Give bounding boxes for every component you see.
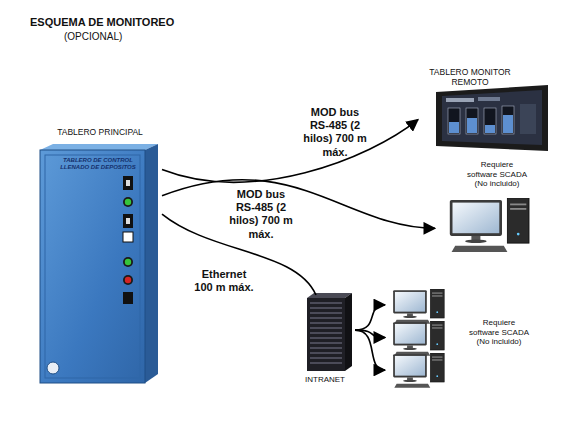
screen-gauge <box>502 106 514 134</box>
server-rack <box>307 293 352 371</box>
rack-slot <box>310 312 342 314</box>
panel-switch <box>123 292 133 304</box>
intranet-node: INTRANET <box>295 295 355 390</box>
control-panel <box>40 144 158 383</box>
panel-lamp-ring <box>123 257 133 267</box>
pc-group-node: Requiere software SCADA (No incluido) <box>385 285 545 390</box>
rack-slot <box>310 307 342 309</box>
node-text: TABLERO DE CONTROL LLENADO DE DEPOSITOS <box>51 157 145 171</box>
panel-switch-lever <box>126 180 130 186</box>
rack-slot <box>310 342 342 344</box>
rack-slot <box>310 362 342 364</box>
screen-level <box>449 122 459 133</box>
rack-slot <box>310 332 342 334</box>
monitor-screen <box>442 90 542 145</box>
rack-slot <box>310 357 342 359</box>
rack-slot <box>310 337 342 339</box>
pc-computer <box>393 321 444 356</box>
panel-lamp-green <box>125 199 131 205</box>
rack-slot <box>310 352 342 354</box>
rack-slot <box>310 317 342 319</box>
connector-line <box>355 305 385 330</box>
connector-label: Ethernet 100 m máx. <box>193 268 255 294</box>
connector-label: MOD bus RS-485 (2 hilos) 700 m máx. <box>226 188 296 241</box>
panel-button <box>123 232 133 242</box>
rack-side <box>345 293 352 371</box>
screen-level <box>485 125 495 133</box>
panel-lamp-ring <box>123 275 133 285</box>
pc-computer <box>393 353 444 388</box>
screen-level <box>467 118 477 133</box>
panel-lamp-green <box>125 259 131 265</box>
screen-bar <box>478 97 500 101</box>
screen-gauge <box>484 108 496 134</box>
note-label: (OPCIONAL) <box>64 31 122 43</box>
panel-switch-lever <box>126 218 130 224</box>
screen-level <box>503 115 513 133</box>
connector-line <box>162 180 435 229</box>
rack-slot <box>310 322 342 324</box>
panel-side <box>145 144 158 383</box>
connector-label: MOD bus RS-485 (2 hilos) 700 m máx. <box>300 106 370 159</box>
panel-switch <box>123 214 133 228</box>
monitor-bezel <box>436 85 548 151</box>
node-text: INTRANET <box>290 375 360 385</box>
node-text: Requiere software SCADA (No incluido) <box>467 318 531 347</box>
connector-line <box>162 120 418 183</box>
screen-bar <box>446 98 474 102</box>
screen-panel <box>520 104 536 134</box>
pc-computer <box>393 289 444 324</box>
pc-node: Requiere software SCADA (No incluido) <box>435 158 545 253</box>
rack-slot <box>310 302 342 304</box>
screen-gauge <box>466 108 478 134</box>
pc-computer <box>450 198 529 252</box>
remote-monitor-node: TABLERO MONITOR REMOTO <box>418 62 550 152</box>
panel-front <box>40 150 145 383</box>
remote-monitor <box>436 85 548 151</box>
node-text: TABLERO PRINCIPAL <box>38 127 162 137</box>
node-text: TABLERO MONITOR REMOTO <box>422 67 518 87</box>
control-panel-node: TABLERO PRINCIPAL TABLERO DE CONTROL LLEN… <box>38 125 162 387</box>
panel-door <box>45 155 140 378</box>
panel-top <box>40 144 158 150</box>
rack-slot <box>310 327 342 329</box>
screen-gauge <box>448 108 460 134</box>
node-text: Requiere software SCADA (No incluido) <box>465 160 529 189</box>
rack-front <box>307 298 345 371</box>
panel-lamp-ring <box>123 197 133 207</box>
panel-switch <box>123 176 133 190</box>
panel-lamp-red <box>125 277 131 283</box>
rack-slot <box>310 347 342 349</box>
diagram-title: ESQUEMA DE MONITOREO <box>30 16 174 29</box>
panel-logo <box>47 362 59 374</box>
rack-top <box>307 293 352 298</box>
connector-line <box>355 330 385 370</box>
